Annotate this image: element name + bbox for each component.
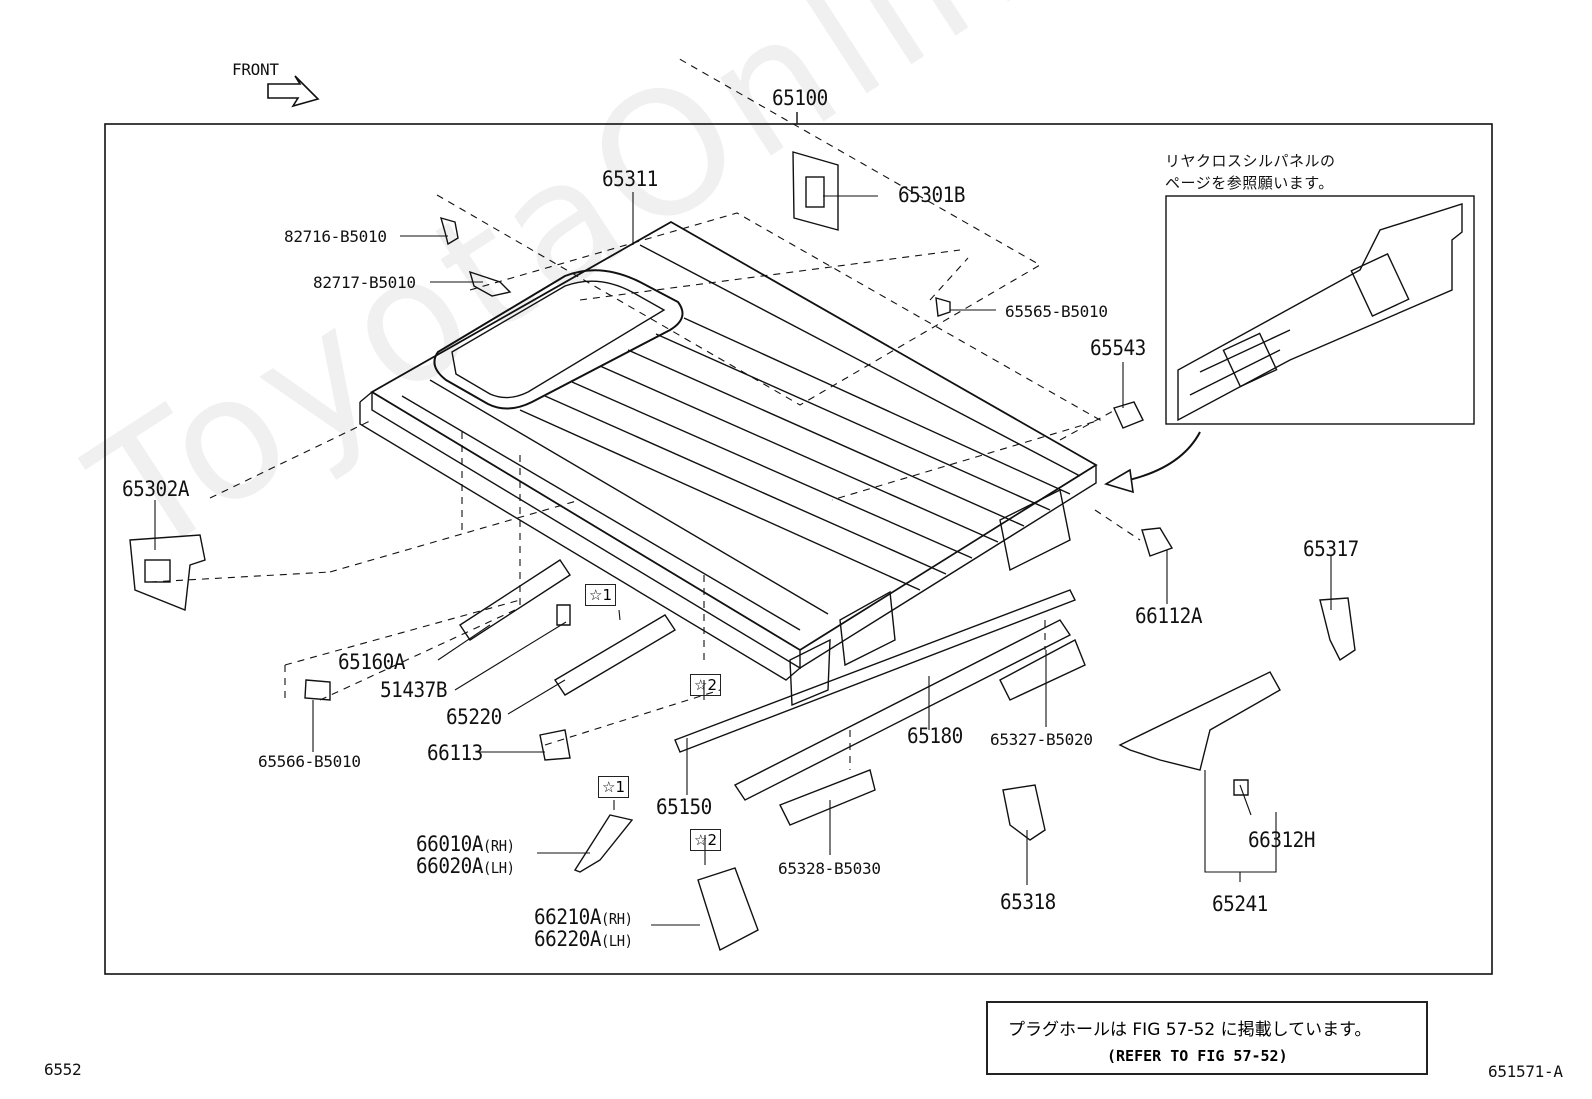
lh-label: (LH) [601, 932, 633, 950]
part-82716-shape [439, 216, 459, 246]
page-number-right: 651571-A [1488, 1062, 1563, 1081]
part-number-66220A: 66220A [534, 927, 602, 951]
part-label-65327-B5020: 65327-B5020 [990, 730, 1093, 749]
inset-box [1165, 195, 1475, 425]
part-66112A-shape [1141, 527, 1174, 557]
part-65302A-shape [129, 534, 206, 611]
star-marker-2: ☆2 [690, 829, 721, 851]
rh-label: (RH) [483, 837, 515, 855]
part-label-65100: 65100 [772, 86, 828, 110]
part-65565-shape [935, 297, 951, 317]
main-frame [104, 123, 1493, 975]
part-65317-shape [1319, 597, 1356, 662]
part-65566-shape [304, 679, 331, 701]
part-66312H-shape [1233, 779, 1249, 796]
bottom-note-line1: プラグホールは FIG 57-52 に掲載しています。 [1008, 1020, 1372, 1040]
part-label-65318: 65318 [1000, 890, 1056, 914]
part-label-65160A: 65160A [338, 650, 406, 674]
part-label-66220A: 66220A(LH) [534, 927, 633, 951]
part-label-66112A: 66112A [1135, 604, 1203, 628]
part-label-65543: 65543 [1090, 336, 1146, 360]
part-label-65180: 65180 [907, 724, 963, 748]
part-label-66210A: 66210A(RH) [534, 905, 633, 929]
part-65327-shape [999, 639, 1086, 701]
inset-note-line2: ページを参照願います。 [1165, 174, 1334, 192]
part-label-65328-B5030: 65328-B5030 [778, 859, 881, 878]
rh-label: (RH) [601, 910, 633, 928]
bottom-note-box: プラグホールは FIG 57-52 に掲載しています。 (REFER TO FI… [986, 1001, 1428, 1075]
floor-panel [359, 220, 1098, 707]
star-marker-1: ☆1 [598, 776, 629, 798]
inset-note-line1: リヤクロスシルパネルの [1165, 152, 1336, 170]
part-label-65301B: 65301B [898, 183, 966, 207]
part-number-66210A: 66210A [534, 905, 602, 929]
part-65160A-shape [459, 559, 571, 641]
part-label-65220: 65220 [446, 705, 502, 729]
part-66113-shape [539, 729, 571, 761]
part-65318-shape [1002, 784, 1046, 841]
part-65180-shape [733, 619, 1072, 801]
part-65220-shape [554, 614, 676, 696]
part-label-66010A: 66010A(RH) [416, 832, 515, 856]
part-label-82716-B5010: 82716-B5010 [284, 227, 387, 246]
part-label-65311: 65311 [602, 167, 658, 191]
front-label: FRONT [232, 60, 279, 79]
page-number-left: 6552 [44, 1060, 82, 1079]
star-marker-2: ☆2 [690, 674, 721, 696]
lh-label: (LH) [483, 859, 515, 877]
part-82717-shape [468, 270, 512, 297]
part-label-51437B: 51437B [380, 678, 448, 702]
part-label-66020A: 66020A(LH) [416, 854, 515, 878]
bottom-note-line2: (REFER TO FIG 57-52) [1107, 1047, 1288, 1065]
part-label-65566-B5010: 65566-B5010 [258, 752, 361, 771]
part-label-65317: 65317 [1303, 537, 1359, 561]
part-number-66020A: 66020A [416, 854, 484, 878]
part-label-65150: 65150 [656, 795, 712, 819]
part-65150-shape [674, 589, 1076, 753]
part-label-82717-B5010: 82717-B5010 [313, 273, 416, 292]
part-65543-shape [1113, 401, 1144, 429]
star-marker-1: ☆1 [585, 584, 616, 606]
part-label-65565-B5010: 65565-B5010 [1005, 302, 1108, 321]
part-65241-shape [1118, 671, 1281, 771]
part-65301B-shape [792, 151, 839, 231]
part-66010A-shape [573, 814, 634, 873]
part-65328-shape [779, 769, 876, 826]
part-label-66312H: 66312H [1248, 828, 1316, 852]
part-number-66010A: 66010A [416, 832, 484, 856]
front-arrow-icon [267, 75, 320, 108]
part-51437B-shape [556, 604, 571, 626]
part-label-66113: 66113 [427, 741, 483, 765]
part-66210A-shape [697, 867, 759, 952]
part-label-65241: 65241 [1212, 892, 1268, 916]
part-label-65302A: 65302A [122, 477, 190, 501]
inset-arrow-icon [1119, 431, 1201, 483]
